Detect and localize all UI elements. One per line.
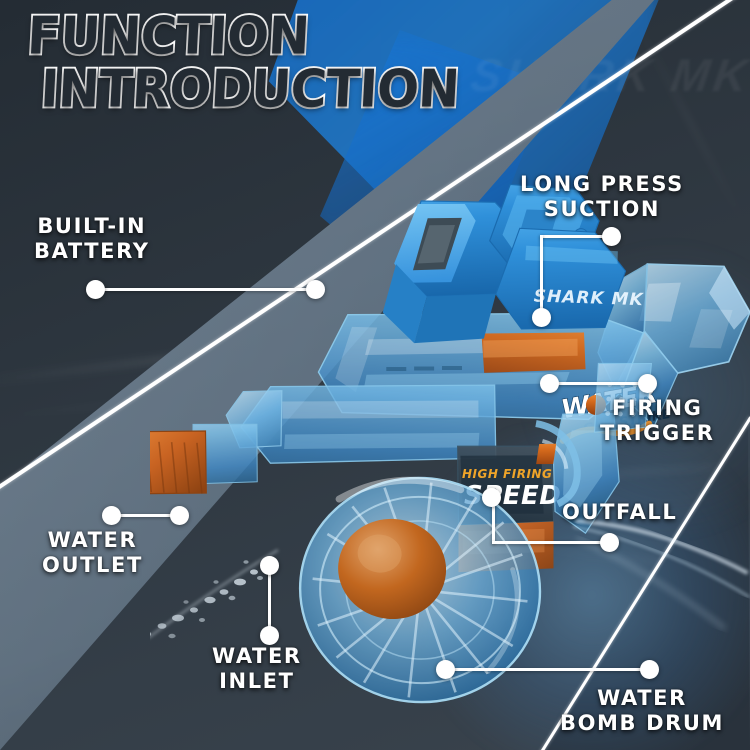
- callout-outfall[interactable]: OUTFALL: [562, 500, 677, 525]
- callout-water-bomb-drum-line2: BOMB DRUM: [560, 710, 725, 735]
- callout-long-press-suction-line2: SUCTION: [543, 196, 661, 221]
- callout-water-inlet[interactable]: WATER INLET: [212, 644, 302, 694]
- leader-line-water-outlet: [114, 514, 180, 517]
- callout-dot-water-outlet-target[interactable]: [170, 506, 189, 525]
- leader-line-water-bomb-drum: [448, 668, 650, 671]
- callout-long-press-suction[interactable]: LONG PRESS SUCTION: [520, 172, 684, 222]
- page-title: FUNCTION INTRODUCTION: [24, 5, 463, 122]
- callout-dot-built-in-battery-outer[interactable]: [86, 280, 105, 299]
- callout-water-outlet[interactable]: WATER OUTLET: [42, 528, 143, 578]
- callout-dot-water-bomb-drum-target[interactable]: [436, 660, 455, 679]
- callout-firing-trigger-line2: TRIGGER: [600, 420, 715, 445]
- callout-water-outlet-line1: WATER: [47, 528, 138, 552]
- callout-dot-firing-trigger-target[interactable]: [540, 374, 559, 393]
- callout-firing-trigger[interactable]: FIRING TRIGGER: [600, 396, 715, 446]
- callout-dot-long-press-suction-target[interactable]: [532, 308, 551, 327]
- callout-water-outlet-line2: OUTLET: [42, 552, 143, 577]
- leader-line-firing-trigger: [552, 382, 648, 385]
- callout-built-in-battery-line1: BUILT-IN: [37, 214, 147, 238]
- leader-line-long-press-suction-v: [540, 235, 543, 317]
- title-line-introduction: INTRODUCTION: [37, 58, 462, 122]
- callout-water-inlet-line2: INLET: [219, 668, 295, 693]
- callout-dot-long-press-suction-outer[interactable]: [602, 227, 621, 246]
- title-line-function: FUNCTION: [24, 5, 313, 69]
- callout-built-in-battery-line2: BATTERY: [34, 238, 150, 263]
- callout-firing-trigger-line1: FIRING: [611, 396, 703, 420]
- callout-long-press-suction-line1: LONG PRESS: [520, 172, 684, 196]
- callout-dot-firing-trigger-outer[interactable]: [638, 374, 657, 393]
- leader-line-outfall-h: [492, 541, 610, 544]
- leader-line-water-inlet: [268, 566, 271, 634]
- callout-dot-water-inlet-target[interactable]: [260, 556, 279, 575]
- callout-built-in-battery[interactable]: BUILT-IN BATTERY: [34, 214, 150, 264]
- callout-dot-water-bomb-drum-outer[interactable]: [640, 660, 659, 679]
- callout-outfall-line1: OUTFALL: [562, 500, 678, 524]
- callout-dot-built-in-battery-target[interactable]: [306, 280, 325, 299]
- callout-dot-water-outlet-outer[interactable]: [102, 506, 121, 525]
- callout-dot-outfall-target[interactable]: [482, 488, 501, 507]
- callout-water-bomb-drum-line1: WATER: [597, 686, 687, 710]
- leader-line-built-in-battery: [98, 288, 318, 291]
- callout-water-inlet-line1: WATER: [212, 644, 302, 668]
- callout-dot-outfall-outer[interactable]: [600, 533, 619, 552]
- callout-water-bomb-drum[interactable]: WATER BOMB DRUM: [560, 686, 724, 736]
- callout-dot-water-inlet-outer[interactable]: [260, 626, 279, 645]
